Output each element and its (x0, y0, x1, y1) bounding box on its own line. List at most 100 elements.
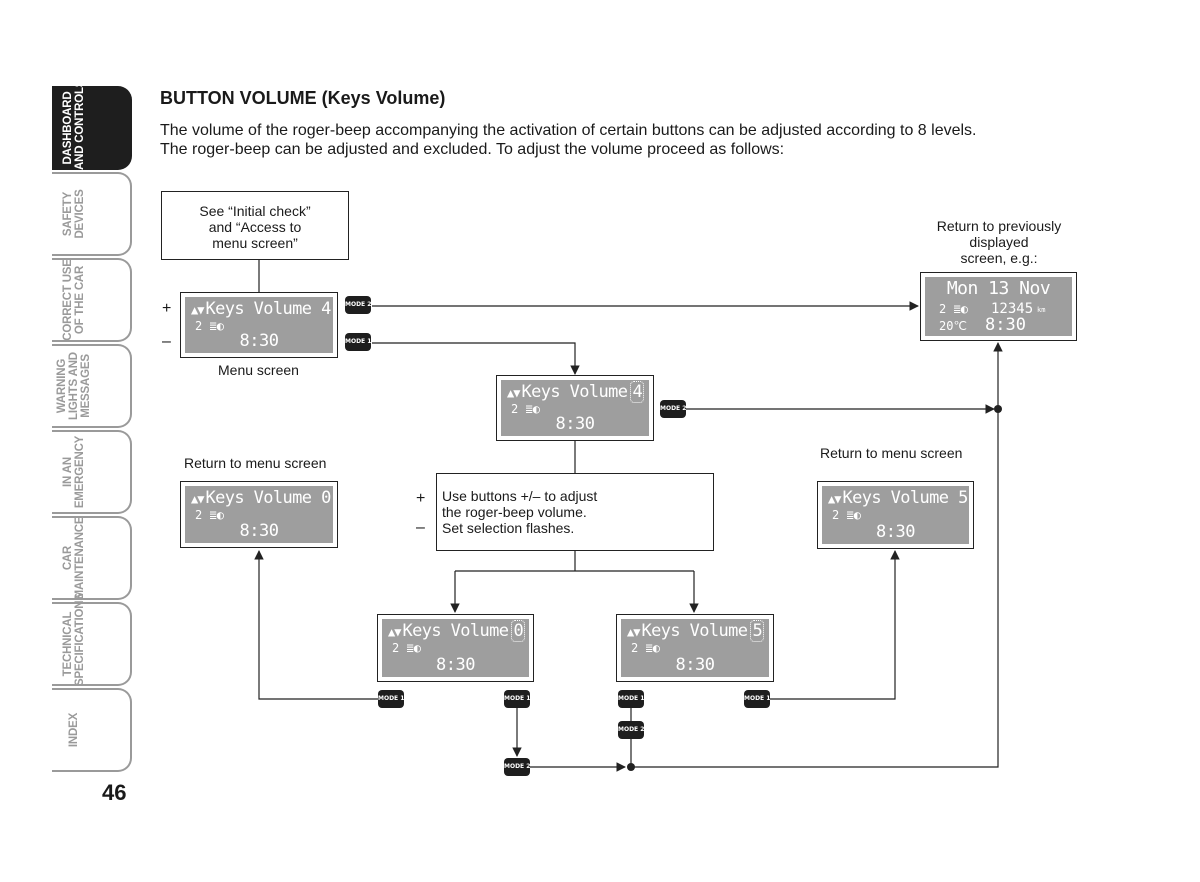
minus-sign: – (416, 519, 425, 536)
lcd-panel: ▲▼Keys Volume 5 2 ≣◐ 8:30 (822, 486, 969, 544)
menu-screen-caption: Menu screen (218, 362, 299, 378)
result-five-screen: ▲▼Keys Volume 5 2 ≣◐ 8:30 (817, 481, 974, 549)
up-down-arrows-icon: ▲▼ (507, 386, 520, 400)
box-line: Set selection flashes. (442, 520, 575, 536)
gear-value: 2 (631, 641, 639, 655)
junction-dot (994, 405, 1002, 413)
initial-check-box: See “Initial check” and “Access to menu … (161, 191, 349, 260)
caption-line: displayed (969, 234, 1029, 250)
box-line: and “Access to (208, 219, 302, 235)
previous-screen-display: Mon 13 Nov 2 ≣◐ 12345 km 20℃ 8:30 (920, 272, 1077, 341)
caption-line: Return to previously (936, 218, 1062, 234)
headlight-icon: ≣◐ (209, 508, 224, 522)
headlight-icon: ≣◐ (525, 402, 540, 416)
lcd-time: 8:30 (436, 655, 475, 675)
up-down-arrows-icon: ▲▼ (191, 492, 204, 506)
flashing-value: 4 (630, 381, 645, 403)
intro-line: The volume of the roger-beep accompanyin… (160, 122, 977, 139)
mode2-button-icon: MODE 2 (660, 400, 686, 418)
lcd-text: Keys Volume 5 (842, 488, 968, 508)
up-down-arrows-icon: ▲▼ (828, 492, 841, 506)
lcd-time: 8:30 (239, 331, 279, 351)
return-menu-caption-right: Return to menu screen (820, 445, 963, 461)
intro-text: The volume of the roger-beep accompanyin… (160, 121, 1080, 159)
tab-index[interactable]: INDEX (52, 688, 132, 772)
lcd-panel: ▲▼Keys Volume 0 2 ≣◐ 8:30 (185, 486, 333, 543)
gear-value: 2 (392, 641, 400, 655)
mode1-button-icon: MODE 1 (618, 690, 644, 708)
mode1-button-icon: MODE 1 (744, 690, 770, 708)
headlight-icon: ≣◐ (846, 508, 861, 522)
connector-line (254, 550, 378, 700)
mode1-button-icon: MODE 1 (378, 690, 404, 708)
lcd-panel: Mon 13 Nov 2 ≣◐ 12345 km 20℃ 8:30 (925, 277, 1072, 336)
page-number: 46 (102, 780, 127, 805)
temperature-value: 20℃ (939, 319, 967, 333)
return-previous-caption: Return to previously displayed screen, e… (924, 218, 1074, 266)
box-line: See “Initial check” (199, 203, 311, 219)
intro-line: The roger-beep can be adjusted and exclu… (160, 141, 785, 158)
headlight-icon: ≣◐ (953, 302, 968, 316)
lcd-time: 8:30 (555, 414, 595, 434)
headlight-icon: ≣◐ (406, 641, 421, 655)
lcd-time: 8:30 (239, 521, 279, 541)
caption-line: screen, e.g.: (960, 250, 1038, 266)
connector-line (631, 342, 1003, 768)
gear-value: 2 (511, 402, 519, 416)
up-down-arrows-icon: ▲▼ (388, 625, 401, 639)
connector-line (372, 342, 580, 375)
minus-sign: – (162, 333, 171, 350)
lcd-text: Keys Volume (521, 382, 628, 402)
plus-sign: + (416, 490, 426, 507)
headlight-icon: ≣◐ (645, 641, 660, 655)
box-line: menu screen” (212, 235, 298, 251)
lcd-text: Keys Volume 0 (205, 488, 331, 508)
adjust-instructions-box: Use buttons +/– to adjust the roger-beep… (436, 473, 714, 551)
plus-sign: + (162, 300, 172, 317)
lcd-time: 8:30 (985, 315, 1026, 335)
connector-line (770, 550, 900, 700)
return-menu-caption-left: Return to menu screen (184, 455, 327, 471)
mode2-button-icon: MODE 2 (504, 758, 530, 776)
gear-value: 2 (939, 302, 947, 316)
mode2-button-icon: MODE 2 (345, 296, 371, 314)
odometer-value: 12345 (991, 301, 1034, 317)
up-down-arrows-icon: ▲▼ (191, 303, 204, 317)
gear-value: 2 (195, 319, 203, 333)
headlight-icon: ≣◐ (209, 319, 224, 333)
lcd-text: Keys Volume (402, 621, 509, 641)
junction-dot (627, 763, 635, 771)
odometer-unit: km (1037, 306, 1046, 314)
box-line: Use buttons +/– to adjust (442, 488, 598, 504)
lcd-text: Keys Volume 4 (205, 299, 331, 319)
lcd-date: Mon 13 Nov (946, 278, 1051, 299)
result-zero-screen: ▲▼Keys Volume 0 2 ≣◐ 8:30 (180, 481, 338, 548)
mode1-button-icon: MODE 1 (504, 690, 530, 708)
lcd-time: 8:30 (675, 655, 715, 675)
flashing-value: 0 (511, 620, 526, 642)
flashing-value: 5 (750, 620, 765, 642)
up-down-arrows-icon: ▲▼ (627, 625, 640, 639)
box-line: the roger-beep volume. (442, 504, 587, 520)
gear-value: 2 (195, 508, 203, 522)
section-heading: BUTTON VOLUME (Keys Volume) (160, 88, 446, 108)
lcd-time: 8:30 (876, 522, 915, 542)
mode1-button-icon: MODE 1 (345, 333, 371, 351)
lcd-text: Keys Volume (641, 621, 748, 641)
lcd-panel: ▲▼Keys Volume 4 2 ≣◐ 8:30 (185, 297, 333, 353)
menu-screen-display: ▲▼Keys Volume 4 2 ≣◐ 8:30 (180, 292, 338, 358)
mode2-button-icon: MODE 2 (618, 721, 644, 739)
